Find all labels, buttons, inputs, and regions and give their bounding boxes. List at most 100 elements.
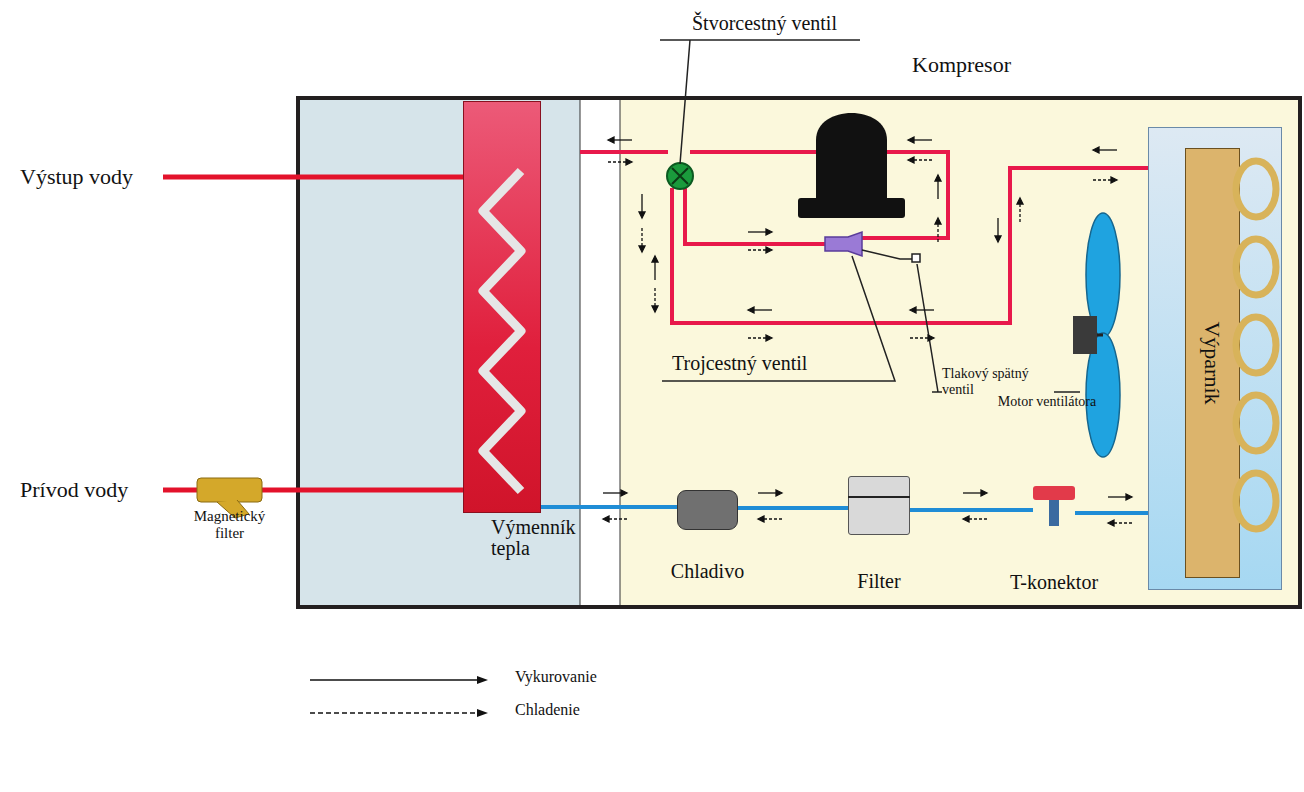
arrow-head <box>748 307 754 313</box>
flow-arrow <box>763 518 782 519</box>
pipe-connector <box>910 510 1033 511</box>
pipe-line <box>738 506 848 510</box>
flow-arrow <box>758 492 777 493</box>
arrow-head <box>766 247 772 253</box>
arrow-head <box>766 229 772 235</box>
refrigerant-filter: Filter <box>848 476 910 535</box>
flow-arrow <box>753 309 772 310</box>
legend-text: Chladenie <box>515 701 580 719</box>
flow-arrow <box>603 492 622 493</box>
arrow-head <box>608 137 614 143</box>
flow-arrow <box>1019 203 1020 222</box>
pipe-connector <box>541 507 677 508</box>
arrow-head <box>621 490 627 496</box>
flow-arrow <box>913 159 932 160</box>
arrow-head <box>776 490 782 496</box>
water-outlet-label: Výstup vody <box>20 164 133 189</box>
water-pipe <box>163 177 463 490</box>
flow-arrow <box>654 288 655 307</box>
leader-line <box>660 40 1080 392</box>
flow-arrow <box>654 261 655 280</box>
arrow-head <box>981 490 987 496</box>
three-way-valve-label: Trojcestný ventil <box>672 352 807 375</box>
heat-exchanger: Výmenník tepla <box>463 101 541 513</box>
flow-arrow <box>1098 149 1117 150</box>
flow-arrow <box>613 139 632 140</box>
pipe-line <box>1075 511 1148 515</box>
flow-arrow <box>1108 496 1127 497</box>
partition <box>580 98 620 607</box>
arrow-head <box>1111 177 1117 183</box>
flow-arrow <box>915 309 934 310</box>
flow-arrow <box>1113 522 1132 523</box>
flow-arrow <box>910 337 929 338</box>
flow-arrow <box>913 139 932 140</box>
magnetic-filter: Magnetický filter <box>197 478 262 502</box>
arrow-head <box>758 516 764 522</box>
pipe-connector <box>262 490 463 491</box>
arrow-head <box>639 212 645 218</box>
node-label: Kompresor <box>912 52 1011 77</box>
node-label: Chladivo <box>671 560 744 583</box>
arrow-head <box>603 516 609 522</box>
arrow-head <box>963 516 969 522</box>
three-way-valve <box>825 232 920 262</box>
flow-arrow <box>937 223 938 242</box>
arrow-head <box>652 256 658 262</box>
pipe-line <box>910 508 1033 512</box>
node-label: Magnetický filter <box>190 508 270 541</box>
arrow-head <box>1093 147 1099 153</box>
arrow-head <box>908 157 914 163</box>
flow-arrow <box>641 194 642 213</box>
flow-arrow <box>963 492 982 493</box>
flow-arrow <box>748 231 767 232</box>
arrow-head <box>935 175 941 181</box>
housing-ground <box>298 98 1300 607</box>
fan <box>1073 213 1120 457</box>
legend-sample <box>310 712 478 713</box>
arrow-head <box>995 236 1001 242</box>
arrow-head <box>652 306 658 312</box>
pipe-connector <box>1075 513 1148 514</box>
arrow-head <box>908 137 914 143</box>
node-label: T-konektor <box>1010 571 1098 594</box>
arrow-head <box>639 246 645 252</box>
legend-sample <box>310 679 478 680</box>
node-label: Filter <box>857 570 900 593</box>
node-label: Výparník <box>1199 321 1224 404</box>
flow-arrow <box>968 518 987 519</box>
arrow-head <box>935 218 941 224</box>
four-way-valve-label: Štvorcestný ventil <box>692 12 837 35</box>
four-way-valve <box>667 163 693 189</box>
legend-arrowhead <box>477 709 488 717</box>
compressor: Kompresor <box>798 100 905 218</box>
flow-arrow <box>997 218 998 237</box>
t-connector: T-konektor <box>1033 486 1075 526</box>
water-inlet-label: Prívod vody <box>20 477 128 502</box>
housing-outline <box>298 98 1300 607</box>
flow-arrow <box>641 228 642 247</box>
pipe-line <box>541 505 677 509</box>
check-valve-label: Tlakový spätný ventil <box>942 366 1054 398</box>
flow-arrow <box>608 161 627 162</box>
flow-arrow <box>937 180 938 199</box>
fan-motor-label: Motor ventilátora <box>992 394 1102 410</box>
legend-text: Vykurovanie <box>515 668 597 686</box>
pipe-line <box>262 488 463 493</box>
pipe-connector <box>738 508 848 509</box>
arrow-head <box>626 159 632 165</box>
arrow-head <box>766 335 772 341</box>
legend-arrowhead <box>477 676 488 684</box>
flow-arrow <box>748 249 767 250</box>
arrow-head <box>1126 494 1132 500</box>
arrow-head <box>1108 520 1114 526</box>
arrow-head <box>1017 198 1023 204</box>
flow-arrow <box>748 337 767 338</box>
refrigerant-tank: Chladivo <box>677 490 738 530</box>
node-label: Výmenník tepla <box>491 517 581 559</box>
flow-arrow <box>1093 179 1112 180</box>
evaporator: Výparník <box>1148 127 1282 590</box>
